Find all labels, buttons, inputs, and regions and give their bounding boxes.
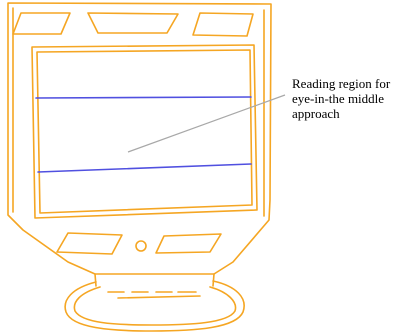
reading-line-top bbox=[36, 97, 251, 98]
callout-leader-line bbox=[128, 95, 285, 152]
bottom-slot-right bbox=[156, 234, 221, 253]
top-slot-left bbox=[13, 13, 70, 34]
monitor-neck bbox=[95, 274, 214, 286]
screen-frame-inner bbox=[37, 50, 252, 213]
reading-line-bottom bbox=[38, 164, 251, 172]
top-slot-middle bbox=[88, 13, 178, 33]
base-slots bbox=[108, 292, 200, 298]
screen-frame bbox=[32, 45, 257, 218]
power-button bbox=[136, 241, 146, 251]
bottom-slot-left bbox=[57, 233, 122, 254]
callout-line-1: Reading region for bbox=[292, 76, 416, 91]
callout-line-2: eye-in-the middle bbox=[292, 91, 416, 106]
callout-line-3: approach bbox=[292, 106, 416, 121]
top-slot-right bbox=[193, 13, 253, 36]
monitor-body-inner-edge bbox=[13, 8, 264, 216]
monitor-base bbox=[65, 281, 244, 331]
monitor-body-outline bbox=[8, 3, 271, 274]
callout-text: Reading region for eye-in-the middle app… bbox=[292, 76, 416, 121]
monitor-base-inner bbox=[74, 287, 235, 325]
